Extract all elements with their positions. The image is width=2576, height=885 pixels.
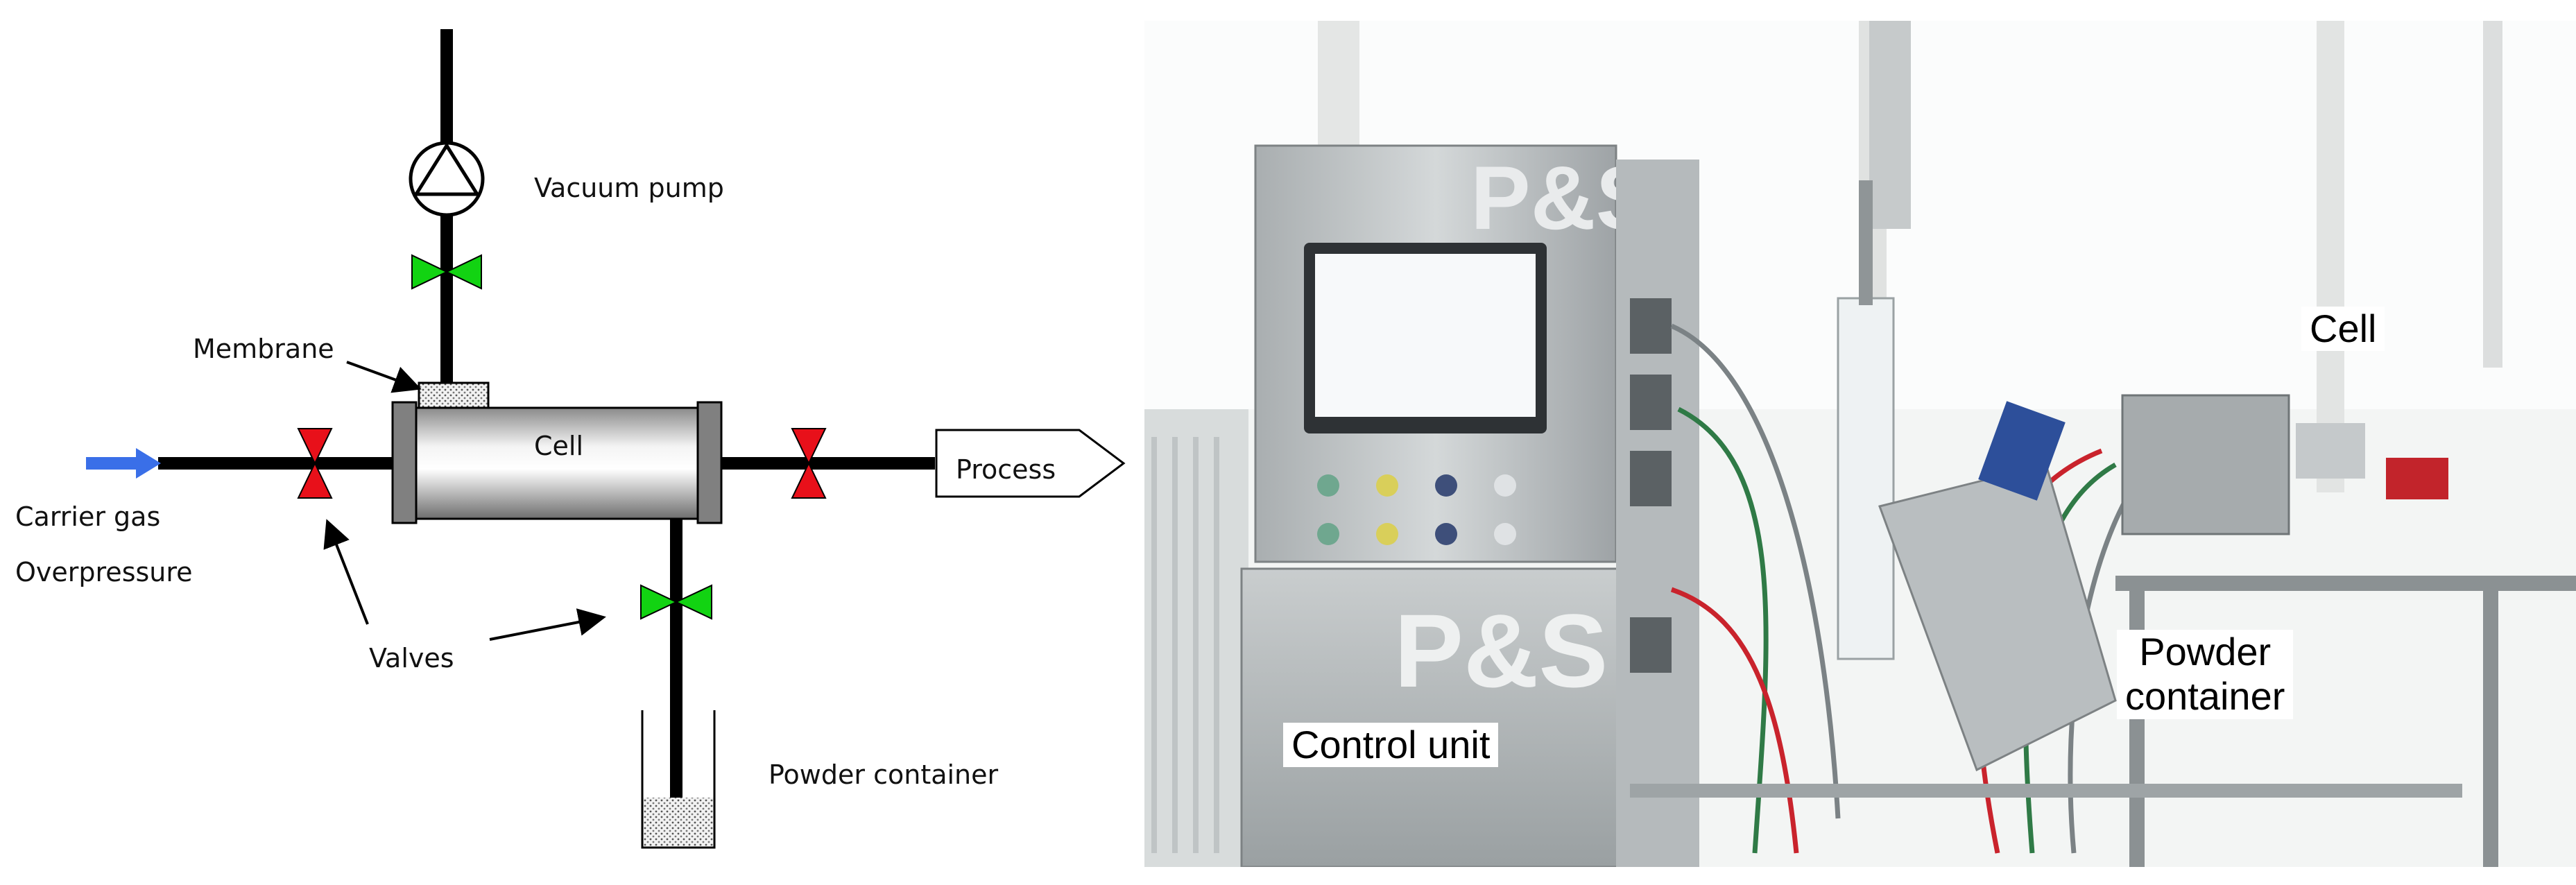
apparatus-photo: P&S P&S [1144,21,2576,867]
control-cabinet-lower [1240,567,1645,867]
photo-powder-container-label: Powder container [2117,630,2294,719]
cell-block [2121,394,2290,535]
overpressure-label: Overpressure [15,557,193,587]
photo-powder-label-line2: container [2125,674,2285,719]
valves-pointer-arrow-left [323,519,369,625]
carrier-gas-arrow-icon [86,448,161,479]
apparatus-photo-svg: P&S P&S [1144,21,2576,867]
membrane-label: Membrane [193,334,334,364]
schematic-diagram: Vacuum pump Membrane Cell Process Carrie… [0,0,1137,885]
outlet-valve-icon [791,428,827,499]
photo-control-unit-label: Control unit [1283,723,1499,768]
valves-pointer-arrow-right [489,608,606,641]
membrane-pointer-arrow [346,361,422,393]
powder-container-label: Powder container [768,759,999,790]
control-buttons [1317,474,1516,545]
carrier-gas-label: Carrier gas [15,501,160,532]
membrane-icon [418,381,490,409]
cell-label: Cell [534,431,583,461]
vacuum-valve-icon [411,254,482,290]
inlet-valve-icon [297,428,333,499]
vacuum-pump-icon [409,141,485,217]
process-label: Process [956,454,1056,485]
photo-powder-label-line1: Powder [2139,630,2272,673]
powder-valve-icon [640,584,712,620]
powder-pipe [670,513,682,827]
valves-label: Valves [369,643,454,673]
photo-cell-label: Cell [2301,307,2385,352]
cell-icon [391,401,723,524]
process-block [935,429,1126,498]
cabinet-logo-bottom: P&S [1394,592,1608,709]
vacuum-pump-label: Vacuum pump [534,173,724,203]
powder-container-icon [641,710,716,849]
schematic-svg: Vacuum pump Membrane Cell Process Carrie… [15,29,1126,849]
